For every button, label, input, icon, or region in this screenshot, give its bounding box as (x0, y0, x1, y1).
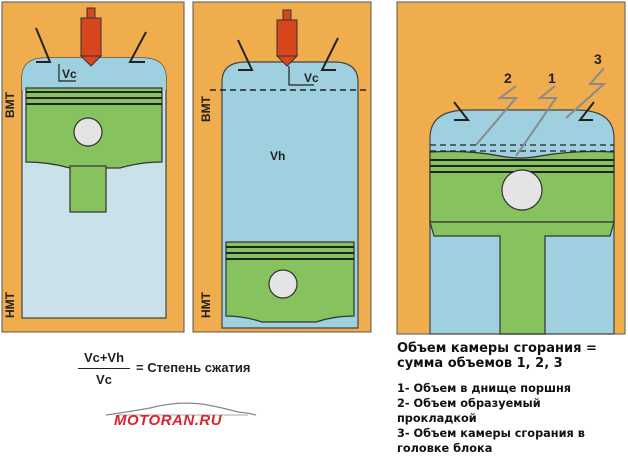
panel-2-nmt-label: НМТ (199, 291, 213, 318)
notes-item-1: 1- Объем в днище поршня (397, 382, 572, 395)
notes-item-3: 3- Объем камеры сгорания в (397, 427, 585, 440)
notes-list: 1- Объем в днище поршня 2- Объем образуе… (397, 381, 623, 456)
panel-2-spark-plug-icon (275, 9, 299, 67)
formula-numerator: Vc+Vh (83, 350, 125, 365)
panel-1-tdc: Vc ВМТ НМТ (1, 1, 185, 333)
notes-item-4: головке блока (397, 442, 493, 455)
panel-1-bmt-label: ВМТ (3, 91, 17, 118)
formula-fraction-bar (78, 368, 130, 369)
panel-2-vh-label: Vh (270, 149, 285, 163)
panel-2-piston-rings (226, 246, 354, 260)
panel-1-connecting-rod (69, 165, 107, 213)
panel-1-spark-plug-icon (79, 7, 103, 67)
compression-ratio-formula: Vc+Vh Vc = Степень сжатия (70, 350, 310, 390)
panel-3-marker-1: 1 (548, 70, 556, 86)
panel-2-piston-pin (268, 269, 298, 299)
panel-3-leader-lines (475, 67, 607, 157)
panel-1-vc-label: Vc (62, 67, 77, 81)
formula-equals-text: = Степень сжатия (136, 360, 251, 375)
notes-title-line-2: сумма объемов 1, 2, 3 (397, 356, 563, 371)
panel-1-nmt-label: НМТ (3, 291, 17, 318)
car-silhouette-icon (105, 402, 257, 416)
panel-3-piston-pin (501, 169, 543, 211)
notes-title-line-1: Объем камеры сгорания = (397, 341, 597, 356)
panel-2-bmt-label: ВМТ (199, 95, 213, 122)
notes-item-2: 2- Объем образуемый прокладкой (397, 397, 541, 425)
panel-2-bdc: Vc Vh ВМТ НМТ (192, 1, 372, 333)
panel-3-piston-skirt (429, 221, 615, 335)
panel-2-vc-label: Vc (304, 71, 319, 85)
formula-fraction: Vc+Vh Vc (78, 350, 130, 388)
panel-3-marker-3: 3 (594, 51, 602, 67)
panel-1-valves (35, 27, 147, 63)
panel-2-valves (237, 37, 339, 71)
combustion-chamber-notes: Объем камеры сгорания = сумма объемов 1,… (397, 341, 623, 456)
engine-diagram: Vc ВМТ НМТ Vc Vh ВМТ НМТ (1, 1, 626, 335)
panel-2-vc-bracket (288, 66, 314, 86)
panel-3-chamber-detail: 2 1 3 (396, 1, 626, 335)
motoran-logo: MOTORAN.RU (98, 398, 278, 438)
panel-1-combustion-chamber (22, 58, 166, 90)
panel-3-valves (453, 101, 595, 121)
logo-text: MOTORAN.RU (114, 412, 223, 429)
panel-1-piston-pin (73, 117, 103, 147)
panel-1-piston-rings (26, 91, 162, 105)
panel-1-vc-bracket (58, 64, 76, 82)
panel-3-marker-2: 2 (504, 70, 512, 86)
formula-denominator: Vc (96, 372, 112, 387)
